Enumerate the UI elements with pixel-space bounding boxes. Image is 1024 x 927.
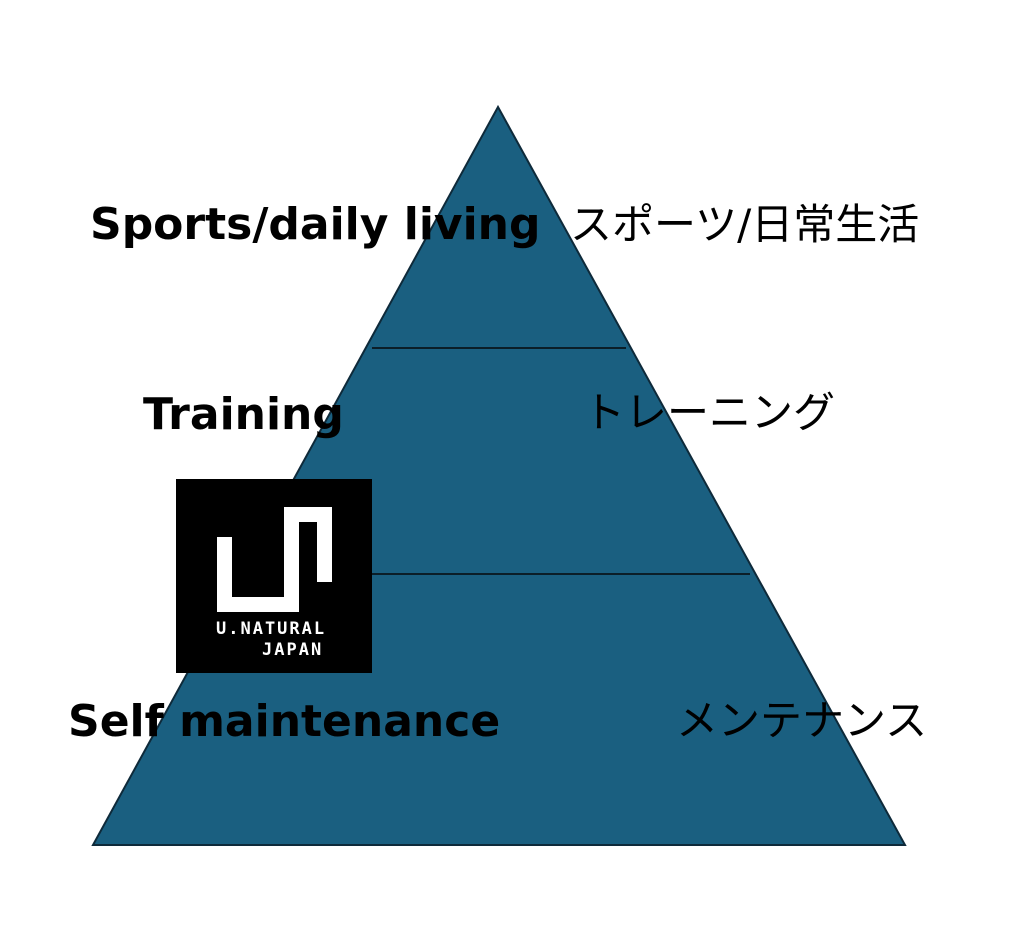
level-top-jp: スポーツ/日常生活 xyxy=(570,200,920,249)
level-bottom-en: Self maintenance xyxy=(68,696,501,747)
logo-text-line1: U.NATURAL xyxy=(216,619,327,639)
level-top-en: Sports/daily living xyxy=(90,199,541,250)
level-bottom-jp: メンテナンス xyxy=(676,696,928,745)
level-middle-jp: トレーニング xyxy=(583,388,836,437)
logo-mark-icon xyxy=(217,507,332,612)
u-natural-japan-logo: U.NATURAL JAPAN xyxy=(176,479,372,673)
logo-text-line2: JAPAN xyxy=(262,640,324,660)
level-middle-en: Training xyxy=(143,389,344,440)
